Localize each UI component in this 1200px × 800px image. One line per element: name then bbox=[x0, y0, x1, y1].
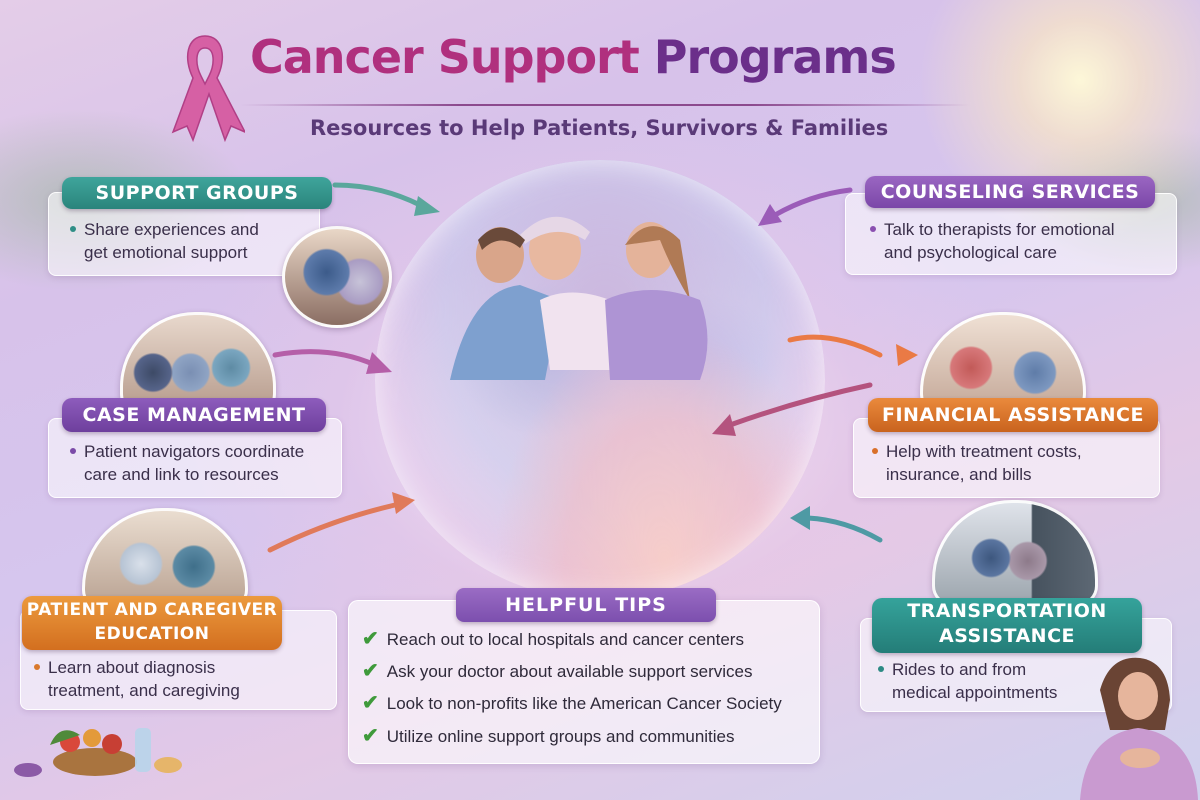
education-photo bbox=[82, 508, 248, 610]
tip-text: Utilize online support groups and commun… bbox=[386, 727, 735, 746]
pink-ribbon-icon bbox=[171, 35, 245, 143]
helpful-tips-panel bbox=[348, 600, 820, 764]
embracing-family-figures bbox=[450, 216, 708, 380]
counseling-text: Talk to therapists for emotional and psy… bbox=[870, 218, 1115, 264]
education-title-line-2: EDUCATION bbox=[94, 624, 210, 644]
transportation-tag: TRANSPORTATION ASSISTANCE bbox=[872, 598, 1142, 653]
title-part1: Cancer Support bbox=[250, 30, 640, 84]
connector-arrows bbox=[267, 182, 918, 553]
counseling-tag: COUNSELING SERVICES bbox=[865, 176, 1155, 208]
support-group-photo bbox=[282, 226, 392, 328]
case-management-tag: CASE MANAGEMENT bbox=[62, 398, 326, 432]
education-text: Learn about diagnosis treatment, and car… bbox=[34, 656, 240, 702]
transportation-line-2: medical appointments bbox=[892, 683, 1058, 702]
transportation-title-line-1: TRANSPORTATION bbox=[907, 600, 1107, 622]
tip-text: Reach out to local hospitals and cancer … bbox=[386, 630, 744, 649]
tip-item: ✔ Reach out to local hospitals and cancer… bbox=[362, 626, 744, 651]
tip-text: Look to non-profits like the American Ca… bbox=[386, 694, 782, 713]
title-part2: Programs bbox=[653, 30, 897, 84]
counseling-line-1: Talk to therapists for emotional bbox=[884, 220, 1115, 239]
case-management-line-1: Patient navigators coordinate bbox=[84, 442, 305, 461]
check-icon: ✔ bbox=[362, 628, 379, 650]
education-title-line-1: PATIENT AND CAREGIVER bbox=[26, 600, 278, 620]
helpful-tips-tag: HELPFUL TIPS bbox=[456, 588, 716, 622]
check-icon: ✔ bbox=[362, 660, 379, 682]
page-subtitle: Resources to Help Patients, Survivors & … bbox=[310, 116, 889, 140]
transportation-title-line-2: ASSISTANCE bbox=[939, 625, 1075, 647]
financial-assistance-tag: FINANCIAL ASSISTANCE bbox=[868, 398, 1158, 432]
case-management-text: Patient navigators coordinate care and l… bbox=[70, 440, 304, 486]
check-icon: ✔ bbox=[362, 692, 379, 714]
case-management-line-2: care and link to resources bbox=[84, 465, 279, 484]
support-groups-text: Share experiences and get emotional supp… bbox=[70, 218, 259, 264]
transportation-text: Rides to and from medical appointments bbox=[878, 658, 1057, 704]
check-icon: ✔ bbox=[362, 725, 379, 747]
support-groups-line-2: get emotional support bbox=[84, 243, 248, 262]
education-line-2: treatment, and caregiving bbox=[48, 681, 240, 700]
page-title: Cancer Support Programs bbox=[250, 30, 897, 84]
support-groups-line-1: Share experiences and bbox=[84, 220, 259, 239]
food-basket bbox=[14, 728, 182, 777]
title-divider bbox=[240, 104, 970, 106]
education-line-1: Learn about diagnosis bbox=[48, 658, 216, 677]
financial-assistance-text: Help with treatment costs, insurance, an… bbox=[872, 440, 1082, 486]
education-tag: PATIENT AND CAREGIVER EDUCATION bbox=[22, 596, 282, 650]
transportation-line-1: Rides to and from bbox=[892, 660, 1027, 679]
financial-line-2: insurance, and bills bbox=[886, 465, 1032, 484]
tip-item: ✔ Utilize online support groups and commu… bbox=[362, 723, 735, 748]
support-groups-tag: SUPPORT GROUPS bbox=[62, 177, 332, 209]
woman-figure bbox=[1080, 657, 1198, 800]
tip-item: ✔ Ask your doctor about available support… bbox=[362, 658, 752, 683]
counseling-line-2: and psychological care bbox=[884, 243, 1057, 262]
tip-item: ✔ Look to non-profits like the American C… bbox=[362, 690, 782, 715]
tip-text: Ask your doctor about available support … bbox=[386, 662, 753, 681]
financial-line-1: Help with treatment costs, bbox=[886, 442, 1082, 461]
